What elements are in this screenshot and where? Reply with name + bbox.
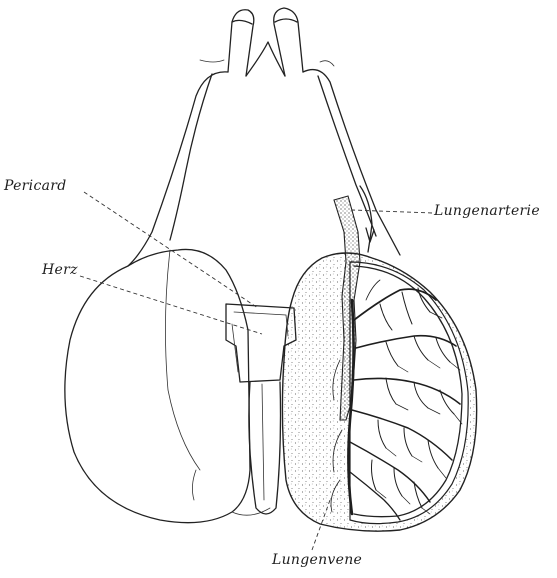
lungenarterie-leader	[352, 210, 432, 213]
lungenarterie-label: Lungenarterie	[434, 203, 540, 219]
pericard-leader	[84, 192, 258, 308]
pericard-label: Pericard	[4, 178, 67, 194]
upper-body-outline	[128, 60, 400, 266]
left-lung	[65, 249, 270, 522]
right-lung	[282, 253, 476, 531]
lungenvene-label: Lungenvene	[272, 552, 362, 568]
trachea-tips	[228, 8, 303, 76]
herz-label: Herz	[42, 262, 78, 278]
